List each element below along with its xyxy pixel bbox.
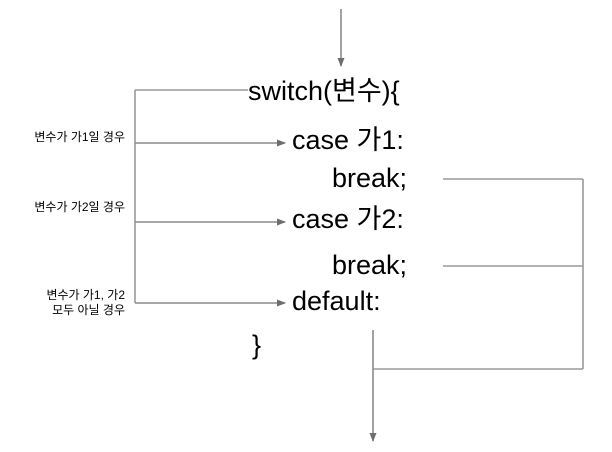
code-line-default: default: — [292, 286, 381, 316]
code-line-closing-brace: } — [252, 330, 262, 360]
code-line-break-2: break; — [332, 250, 408, 280]
code-line-case-2: case 가2: — [292, 204, 404, 234]
condition-label-case1: 변수가 가1일 경우 — [34, 130, 125, 144]
code-line-switch-header: switch(변수){ — [248, 76, 400, 106]
condition-label-case2: 변수가 가2일 경우 — [34, 200, 125, 214]
code-line-case-1: case 가1: — [292, 125, 404, 155]
condition-label-default: 변수가 가1, 가2 모두 아닐 경우 — [46, 288, 125, 317]
code-line-break-1: break; — [332, 163, 408, 193]
